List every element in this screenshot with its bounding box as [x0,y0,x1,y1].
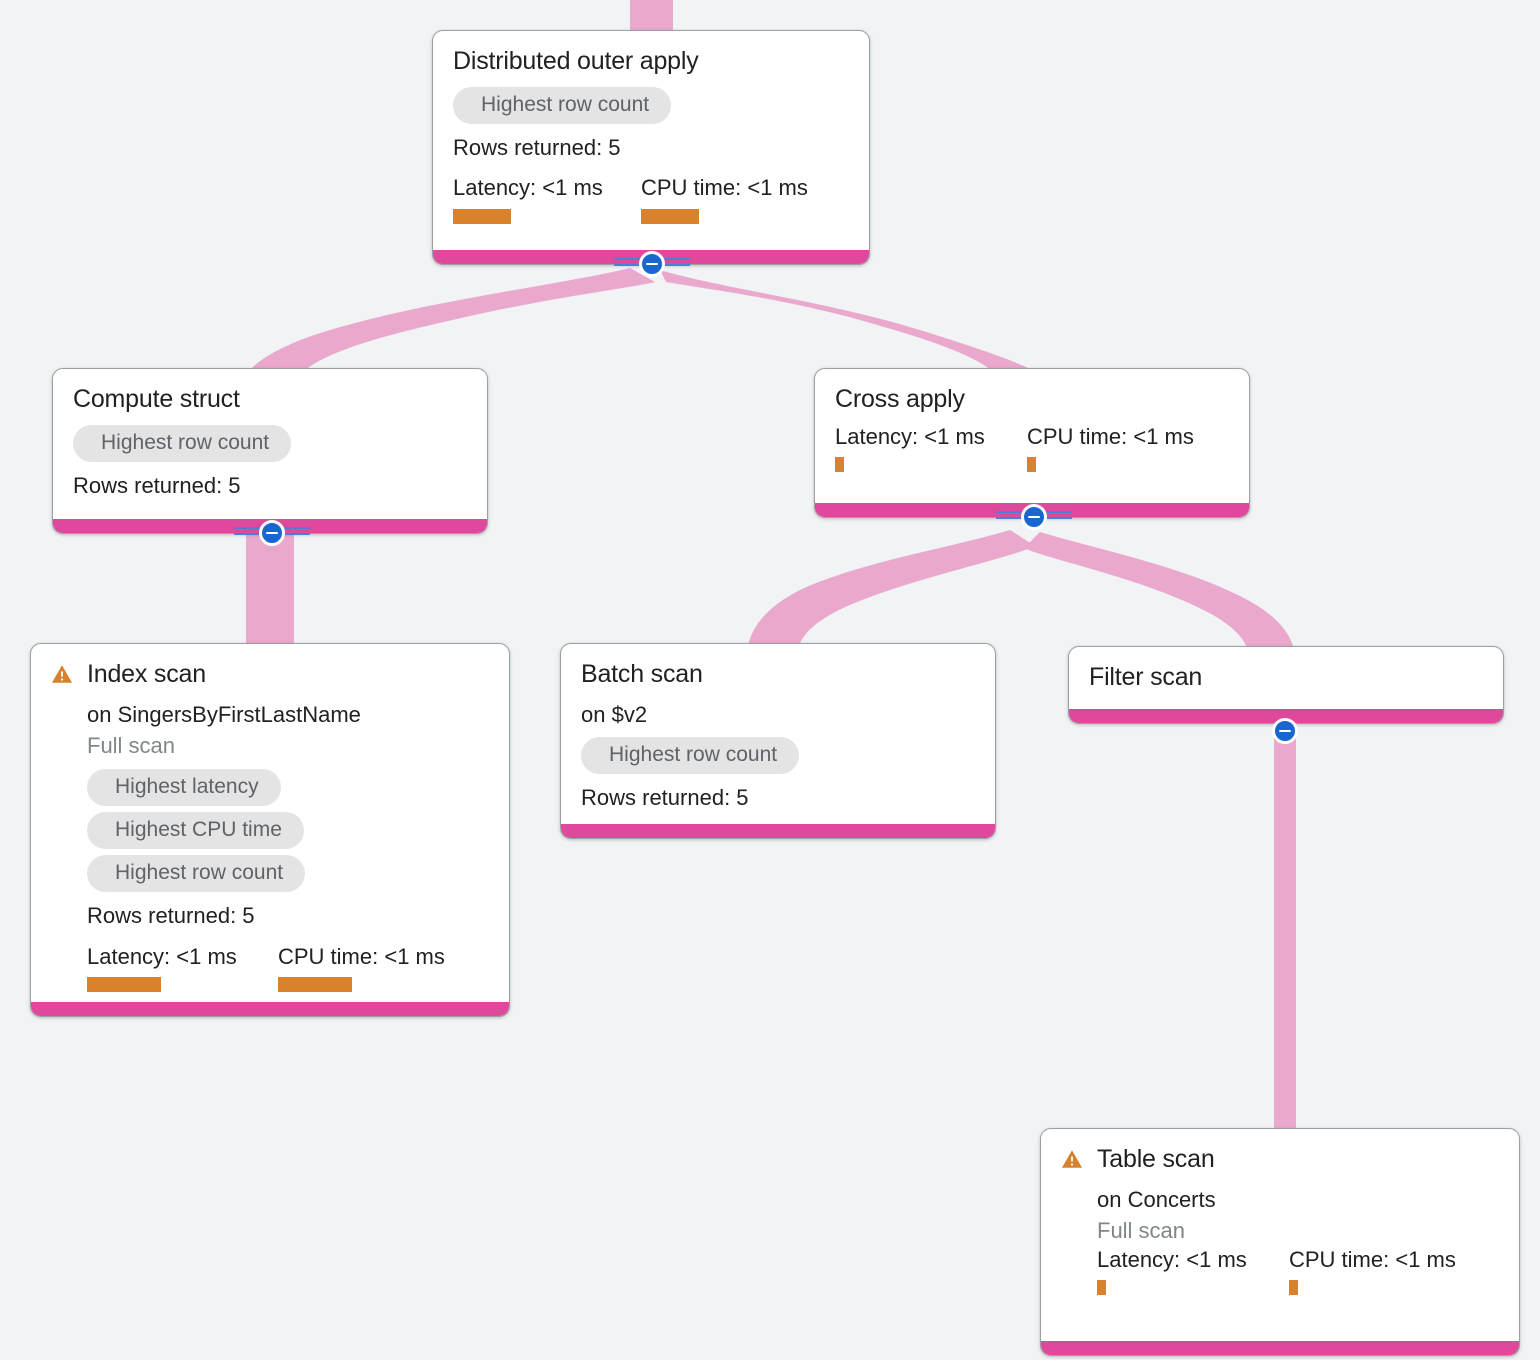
status-badge: Highest row count [453,86,672,124]
node-accent-bar [31,1002,509,1016]
edge-cross-apply-to-filter-scan [1024,532,1294,650]
node-scan-type: Full scan [87,733,176,759]
status-badge: Highest row count [87,855,306,893]
node-accent-bar [1041,1341,1519,1355]
metric-label: CPU time: <1 ms [278,943,445,969]
plan-node-distributed-outer-apply[interactable]: Distributed outer apply Highest row coun… [432,30,870,265]
badge-list: Highest row count [453,86,849,124]
node-title: Distributed outer apply [453,47,699,75]
edge-root-to-compute-struct [248,268,655,378]
metric-label: CPU time: <1 ms [1289,1246,1456,1272]
status-badge: Highest row count [73,424,292,462]
rows-returned-label: Rows returned: 5 [87,903,255,929]
node-title: Compute struct [73,385,240,413]
rows-returned-label: Rows returned: 5 [581,785,749,811]
node-accent-bar [561,824,995,838]
metric-bar [453,208,511,224]
plan-node-index-scan[interactable]: Index scan on SingersByFirstLastName Ful… [30,643,510,1017]
rows-returned-label: Rows returned: 5 [453,134,621,160]
metric-label: Latency: <1 ms [87,943,237,969]
status-badge: Highest CPU time [87,811,304,850]
node-body: Distributed outer apply Highest row coun… [433,31,869,250]
node-title-row: Cross apply [835,385,1229,414]
metric-cpu-time: CPU time: <1 ms [278,943,445,993]
edge-filter-scan-to-table-scan [1274,722,1296,1140]
node-title: Filter scan [1089,663,1203,691]
node-content: Highest row count Rows returned: 5 Laten… [453,78,849,224]
badge-list: Highest latency Highest CPU time Highest… [87,768,489,893]
node-title: Batch scan [581,660,703,688]
node-title-row: Compute struct [73,385,467,414]
metric-cpu-time: CPU time: <1 ms [1027,423,1194,473]
node-body: Filter scan [1069,647,1503,709]
node-body: Table scan on Concerts Full scan Latency… [1041,1129,1519,1341]
badge-list: Highest row count [73,424,467,462]
collapse-toggle-distributed-outer-apply[interactable] [639,251,665,277]
metric-label: Latency: <1 ms [453,175,603,201]
metric-bar [641,208,699,224]
node-title-row: Batch scan [581,660,975,689]
node-title: Cross apply [835,385,965,413]
metric-cpu-time: CPU time: <1 ms [1289,1246,1456,1296]
metric-bar [1289,1280,1298,1296]
metric-latency: Latency: <1 ms [87,943,278,993]
metric-label: CPU time: <1 ms [641,175,808,201]
badge-list: Highest row count [581,737,975,775]
plan-node-filter-scan[interactable]: Filter scan [1068,646,1504,724]
metric-label: CPU time: <1 ms [1027,423,1194,449]
metric-label: Latency: <1 ms [835,423,985,449]
rows-returned-label: Rows returned: 5 [73,472,241,498]
metric-bar [87,977,161,993]
metric-list: Latency: <1 ms CPU time: <1 ms [1097,1246,1499,1296]
node-body: Index scan on SingersByFirstLastName Ful… [31,644,509,1002]
node-content: Highest row count Rows returned: 5 [73,416,467,500]
node-content: on Concerts Full scan Latency: <1 ms CPU… [1061,1176,1499,1296]
plan-node-compute-struct[interactable]: Compute struct Highest row count Rows re… [52,368,488,534]
metric-bar [1097,1280,1106,1296]
edge-cross-apply-to-batch-scan [748,530,1035,648]
node-body: Batch scan on $v2 Highest row count Rows… [561,644,995,824]
metric-label: Latency: <1 ms [1097,1246,1247,1272]
plan-node-cross-apply[interactable]: Cross apply Latency: <1 ms CPU time: <1 … [814,368,1250,518]
edge-compute-struct-to-index-scan [246,530,294,654]
collapse-toggle-filter-scan[interactable] [1272,718,1298,744]
node-accent-bar [1069,709,1503,723]
status-badge: Highest latency [87,768,281,806]
status-badge: Highest row count [581,737,800,775]
metric-list: Latency: <1 ms CPU time: <1 ms [87,943,489,993]
metric-list: Latency: <1 ms CPU time: <1 ms [453,175,849,224]
metric-cpu-time: CPU time: <1 ms [641,175,808,224]
node-body: Compute struct Highest row count Rows re… [53,369,487,519]
node-title: Index scan [87,660,206,688]
collapse-toggle-compute-struct[interactable] [259,520,285,546]
edge-root-stub [630,0,673,32]
node-title-row: Distributed outer apply [453,47,849,76]
metric-bar [1027,457,1036,473]
edge-root-to-cross-apply [660,270,1046,378]
plan-node-batch-scan[interactable]: Batch scan on $v2 Highest row count Rows… [560,643,996,839]
metric-latency: Latency: <1 ms [453,175,641,224]
node-subtitle: on SingersByFirstLastName [87,701,361,727]
node-content: on $v2 Highest row count Rows returned: … [581,691,975,812]
metric-bar [278,977,352,993]
metric-latency: Latency: <1 ms [1097,1246,1289,1296]
node-content: on SingersByFirstLastName Full scan High… [51,691,489,993]
node-subtitle: on $v2 [581,701,648,727]
metric-bar [835,457,844,473]
warning-triangle-icon [1061,1150,1083,1169]
plan-node-table-scan[interactable]: Table scan on Concerts Full scan Latency… [1040,1128,1520,1356]
node-content: Latency: <1 ms CPU time: <1 ms [835,416,1229,473]
node-title: Table scan [1097,1145,1215,1173]
metric-latency: Latency: <1 ms [835,423,1027,473]
collapse-toggle-cross-apply[interactable] [1021,504,1047,530]
node-body: Cross apply Latency: <1 ms CPU time: <1 … [815,369,1249,503]
metric-list: Latency: <1 ms CPU time: <1 ms [835,423,1229,473]
node-title-row: Filter scan [1089,663,1483,692]
node-title-row: Index scan [51,660,489,689]
node-scan-type: Full scan [1097,1218,1186,1244]
warning-triangle-icon [51,665,73,684]
node-subtitle: on Concerts [1097,1186,1216,1212]
node-title-row: Table scan [1061,1145,1499,1174]
